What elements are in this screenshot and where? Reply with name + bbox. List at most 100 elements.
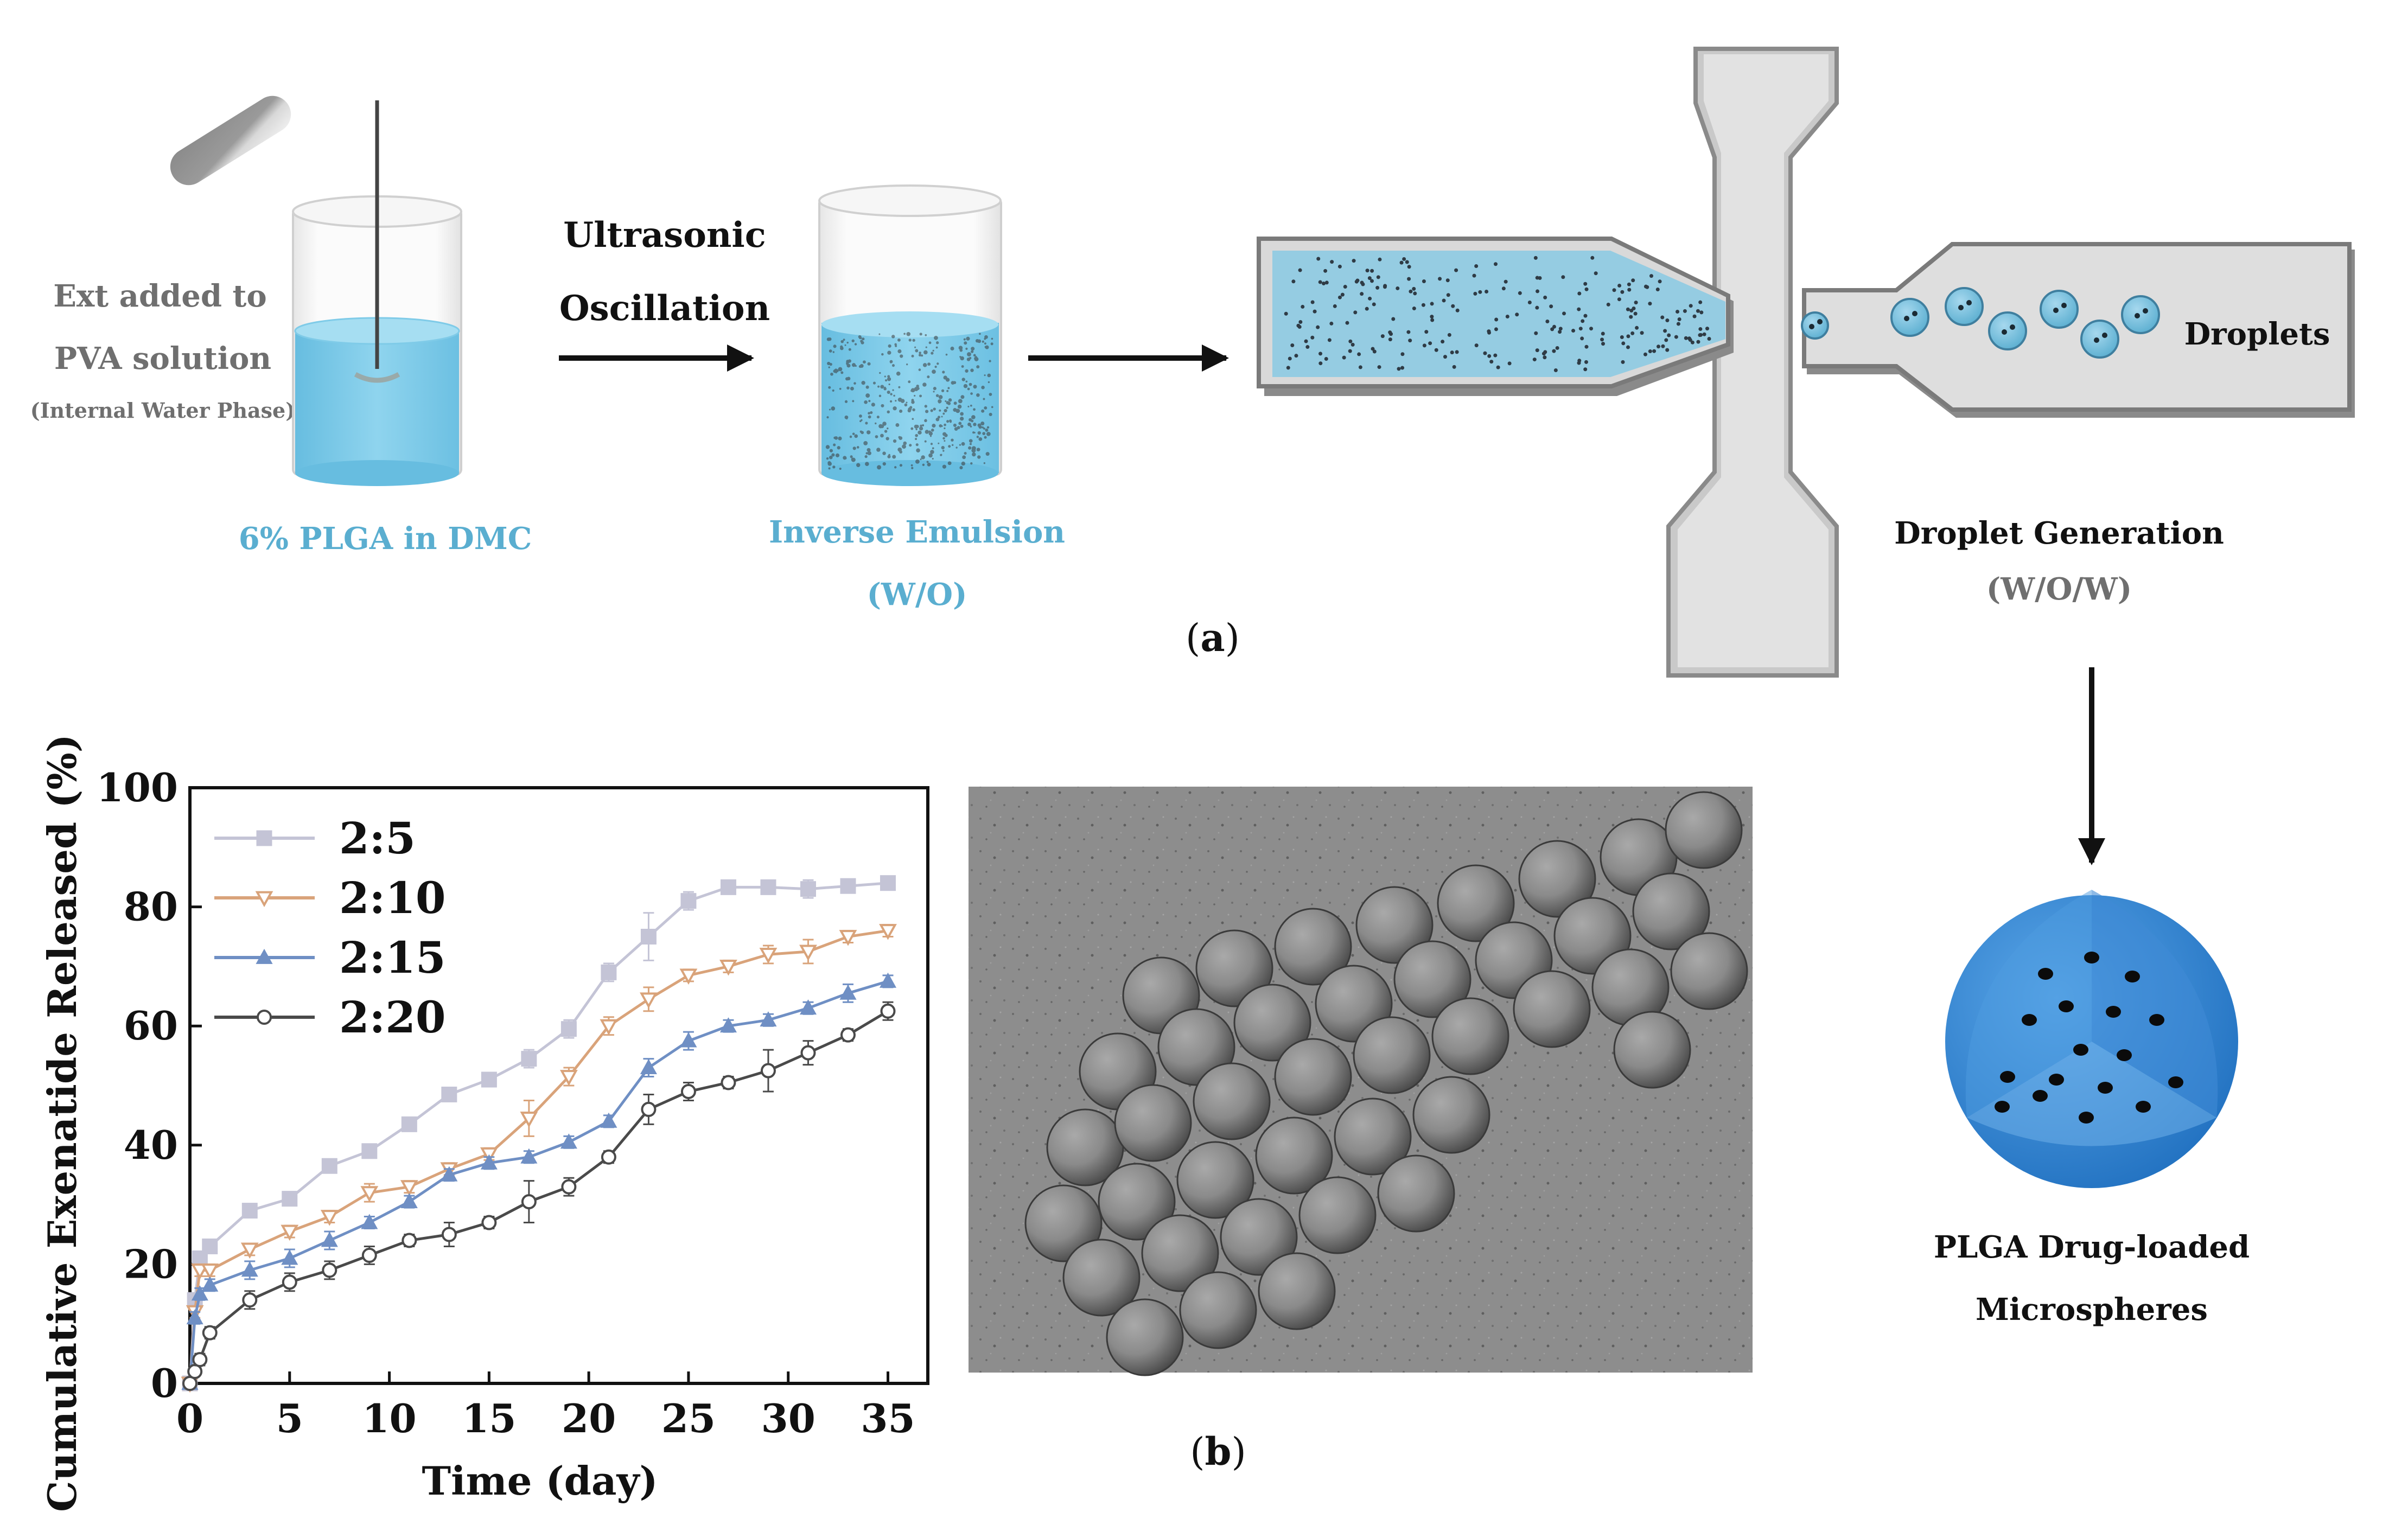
data-point bbox=[191, 1285, 208, 1301]
legend-item-2:20: 2:20 bbox=[214, 992, 446, 1043]
data-point bbox=[640, 929, 657, 945]
data-point bbox=[679, 968, 698, 985]
data-point bbox=[719, 960, 737, 976]
x-tick-label: 30 bbox=[761, 1395, 816, 1441]
sem-microsphere bbox=[1353, 1016, 1431, 1094]
data-point bbox=[561, 1179, 577, 1195]
data-point bbox=[720, 879, 736, 895]
data-point bbox=[559, 1070, 578, 1086]
panel-a: Ext added to PVA solution (Internal Wate… bbox=[30, 47, 2355, 1328]
data-point bbox=[361, 1214, 378, 1229]
data-point bbox=[800, 881, 816, 897]
microsphere-label-line2: Microspheres bbox=[1976, 1292, 2208, 1328]
data-point bbox=[361, 1143, 378, 1159]
sem-microsphere bbox=[1106, 1298, 1184, 1376]
data-point bbox=[719, 1017, 737, 1033]
panel-b-label: (b) bbox=[1190, 1429, 1246, 1474]
data-point bbox=[760, 1063, 776, 1079]
data-point bbox=[202, 1325, 218, 1341]
data-point bbox=[192, 1352, 208, 1368]
beaker-1-icon bbox=[292, 100, 462, 486]
y-tick-label: 40 bbox=[124, 1122, 178, 1168]
sem-microsphere bbox=[1665, 791, 1743, 869]
data-point bbox=[400, 1180, 418, 1196]
sem-microsphere bbox=[1141, 1214, 1219, 1292]
data-point bbox=[721, 1075, 736, 1090]
data-point bbox=[240, 1242, 259, 1259]
legend-marker bbox=[256, 830, 272, 846]
data-point bbox=[520, 1148, 538, 1164]
sem-microsphere bbox=[1513, 970, 1591, 1048]
data-point bbox=[441, 1166, 458, 1182]
series-2:15 bbox=[181, 972, 897, 1390]
sem-microsphere bbox=[1233, 984, 1311, 1062]
sem-microsphere bbox=[1255, 1116, 1333, 1195]
test-tube-icon bbox=[170, 95, 291, 186]
droplet-0 bbox=[1801, 311, 1829, 340]
step1-text-line2: PVA solution bbox=[54, 341, 271, 377]
data-point bbox=[839, 984, 857, 1000]
data-point bbox=[281, 1224, 299, 1241]
sem-microsphere bbox=[1355, 886, 1434, 964]
data-point bbox=[879, 972, 897, 988]
legend-label: 2:5 bbox=[339, 813, 416, 864]
arrow-1-label-line1: Ultrasonic bbox=[563, 215, 766, 256]
y-tick-label: 60 bbox=[124, 1003, 178, 1049]
x-tick-label: 0 bbox=[176, 1395, 203, 1441]
x-tick-label: 10 bbox=[362, 1395, 416, 1441]
data-point bbox=[320, 1210, 339, 1226]
data-point bbox=[241, 1203, 258, 1219]
data-point bbox=[601, 964, 617, 980]
sem-microsphere bbox=[1670, 932, 1748, 1010]
droplet-1 bbox=[1890, 298, 1929, 337]
series-2:10 bbox=[181, 924, 897, 1393]
sem-microsphere bbox=[1298, 1176, 1377, 1254]
sem-microsphere bbox=[1377, 1154, 1455, 1233]
x-tick-label: 5 bbox=[276, 1395, 303, 1441]
data-point bbox=[880, 1003, 896, 1019]
data-point bbox=[600, 1019, 618, 1036]
sem-microsphere bbox=[1431, 997, 1509, 1075]
droplets-label: Droplets bbox=[2184, 316, 2330, 352]
beaker-2-sublabel: (W/O) bbox=[867, 577, 967, 612]
sem-microsphere bbox=[1632, 872, 1710, 950]
data-point bbox=[640, 1058, 657, 1074]
microfluidic-chip-icon bbox=[1257, 47, 2355, 678]
legend-label: 2:20 bbox=[339, 992, 446, 1043]
data-point bbox=[640, 992, 658, 1009]
droplet-2 bbox=[1945, 287, 1984, 326]
droplet-4 bbox=[2040, 290, 2079, 329]
series-2:20 bbox=[182, 1001, 896, 1391]
legend-label: 2:10 bbox=[339, 872, 446, 923]
data-point bbox=[186, 1309, 203, 1325]
data-point bbox=[521, 1194, 537, 1210]
beaker-2-label: Inverse Emulsion bbox=[769, 514, 1065, 550]
data-point bbox=[480, 1154, 498, 1170]
data-point bbox=[201, 1276, 219, 1292]
beaker-1-label: 6% PLGA in DMC bbox=[239, 521, 532, 557]
data-point bbox=[282, 1191, 298, 1207]
series-line bbox=[188, 980, 889, 1384]
droplet-5 bbox=[2080, 320, 2119, 359]
y-tick-label: 100 bbox=[97, 764, 178, 811]
data-point bbox=[321, 1232, 338, 1247]
droplet-6 bbox=[2121, 295, 2160, 334]
data-point bbox=[799, 945, 817, 961]
series-line bbox=[188, 929, 888, 1384]
chart-x-axis-label: Time (day) bbox=[422, 1458, 658, 1504]
data-point bbox=[360, 1186, 379, 1202]
droplet-generation-label: Droplet Generation bbox=[1894, 515, 2224, 551]
step1-text-line1: Ext added to bbox=[53, 278, 267, 314]
data-point bbox=[202, 1238, 218, 1254]
sem-microsphere bbox=[1024, 1184, 1103, 1262]
data-point bbox=[760, 1011, 777, 1027]
x-tick-label: 20 bbox=[562, 1395, 616, 1441]
sem-microsphere bbox=[1176, 1141, 1254, 1219]
data-point bbox=[441, 1086, 457, 1102]
arrow-1-label-line2: Oscillation bbox=[559, 288, 770, 329]
x-tick-label: 15 bbox=[462, 1395, 516, 1441]
x-tick-label: 35 bbox=[861, 1395, 915, 1441]
data-point bbox=[601, 1149, 616, 1165]
